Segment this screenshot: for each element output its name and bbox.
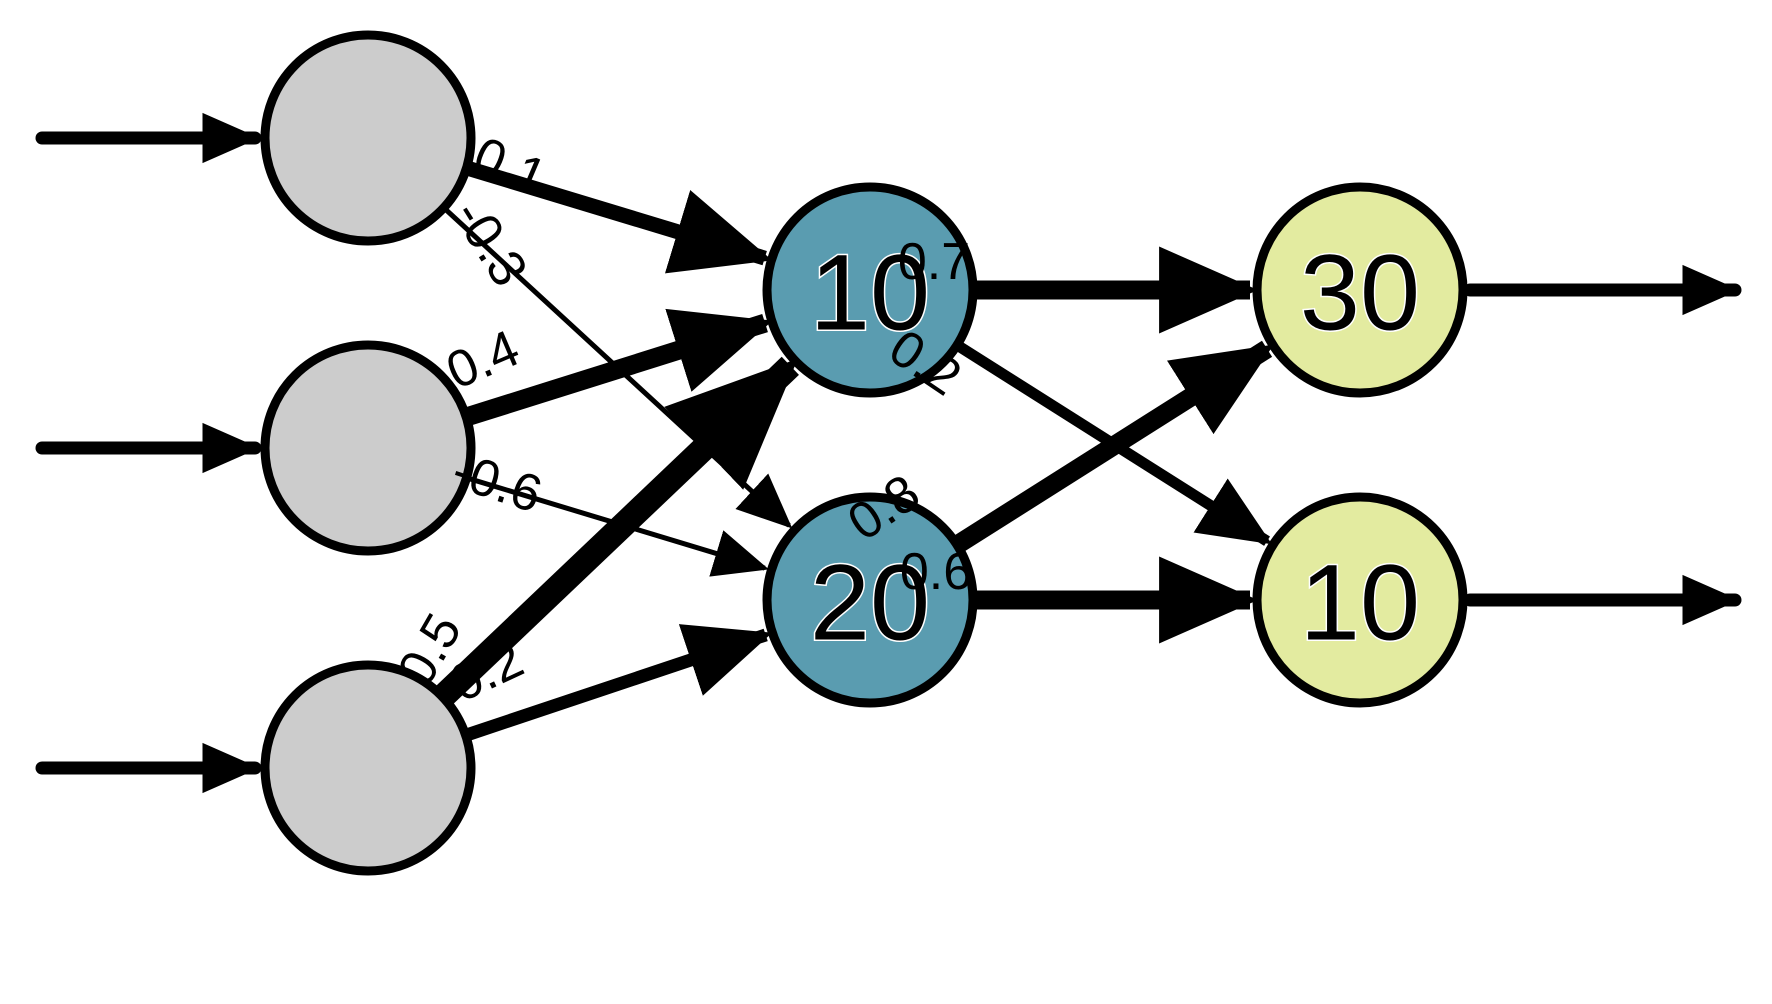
hidden-node-1-circle[interactable]	[762, 182, 978, 398]
hidden-node-2[interactable]: 20	[762, 492, 978, 708]
edge-in3-h2	[465, 624, 773, 741]
weight-label-h2-o2: 0.6	[900, 543, 972, 601]
output-node-2[interactable]: 10	[1252, 492, 1468, 708]
output-node-1-circle[interactable]	[1252, 182, 1468, 398]
hidden-node-1[interactable]: 10	[762, 182, 978, 398]
hidden-node-2-circle[interactable]	[762, 492, 978, 708]
output-node-2-circle[interactable]	[1252, 492, 1468, 708]
hidden-node-1-label: 10	[810, 232, 930, 353]
weight-label-in2-h2: -0.6	[445, 442, 548, 525]
input-node-2[interactable]	[260, 340, 476, 556]
edge-in1-h1	[466, 161, 773, 274]
output-node-1-label: 30	[1300, 232, 1420, 353]
input-node-1[interactable]	[260, 30, 476, 246]
edge-group	[435, 161, 1274, 741]
input-node-3-circle[interactable]	[260, 660, 476, 876]
edge-in3-h1	[435, 356, 799, 705]
hidden-node-2-label: 20	[810, 542, 930, 663]
weight-label-h1-o1: 0.7	[898, 233, 970, 291]
output-node-1[interactable]: 30	[1252, 182, 1468, 398]
edge-in2-h1	[465, 308, 773, 426]
output-node-2-label: 10	[1300, 542, 1420, 663]
edge-h2-o1	[953, 340, 1274, 552]
input-node-2-circle[interactable]	[260, 340, 476, 556]
io-arrow-group	[35, 112, 1742, 794]
node-group: 10 20 30 10	[260, 30, 1468, 876]
input-node-3[interactable]	[260, 660, 476, 876]
input-node-1-circle[interactable]	[260, 30, 476, 246]
